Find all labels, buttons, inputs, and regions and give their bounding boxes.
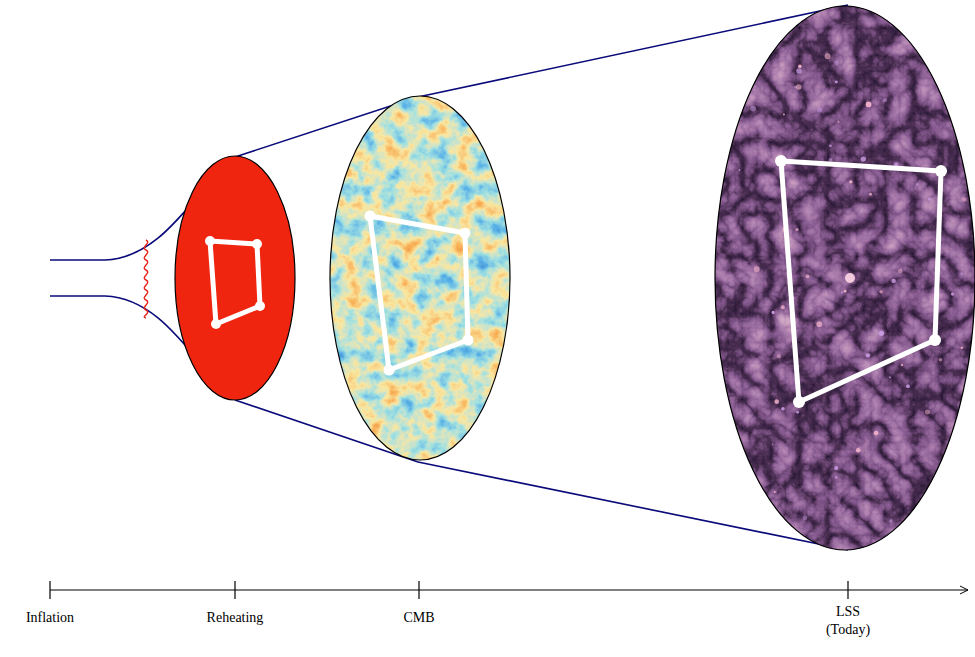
halo-dot	[901, 364, 903, 366]
halo-dot	[889, 519, 892, 522]
halo-dot	[777, 354, 781, 358]
halo-dot	[869, 193, 872, 196]
halo-dot	[866, 353, 870, 357]
halo-dot	[795, 228, 798, 231]
halo-dot	[845, 273, 855, 283]
cmb-disc	[330, 96, 510, 460]
cmb-disc-border	[330, 96, 510, 460]
halo-dot	[962, 197, 966, 201]
halo-dot	[825, 53, 831, 59]
halo-dot	[925, 410, 930, 415]
halo-dot	[837, 121, 839, 123]
halo-dot	[772, 311, 775, 314]
halo-dot	[781, 305, 785, 309]
fluctuation-wave	[144, 240, 147, 318]
halo-dot	[856, 448, 860, 452]
halo-dot	[898, 269, 903, 274]
halo-dot	[829, 144, 832, 147]
halo-dot	[772, 443, 774, 445]
halo-dot	[906, 384, 910, 388]
reheating-disc	[175, 156, 295, 400]
lss-disc	[715, 6, 975, 550]
halo-dot	[866, 102, 872, 108]
halo-dot	[951, 293, 954, 296]
lss-disc-border	[715, 6, 975, 550]
halo-dot	[834, 60, 839, 65]
halo-dot	[796, 84, 802, 90]
quad-vertex	[205, 155, 947, 408]
halo-dot	[960, 273, 963, 276]
halo-dot	[796, 68, 802, 74]
halo-dot	[817, 107, 822, 112]
halo-dot	[916, 183, 919, 186]
halo-dot	[803, 515, 808, 520]
halo-dot	[774, 399, 779, 404]
halo-dot	[783, 113, 785, 115]
axis-label: Inflation	[5, 609, 95, 627]
halo-dot	[835, 80, 838, 83]
halo-dot	[739, 169, 741, 171]
halo-dot	[874, 431, 879, 436]
halo-dot	[816, 321, 822, 327]
halo-dot	[879, 331, 884, 336]
halo-dot	[861, 156, 866, 161]
halo-dot	[892, 279, 896, 283]
halo-dot	[879, 290, 882, 293]
halo-dot	[798, 65, 802, 69]
halo-dot	[774, 491, 776, 493]
halo-dot	[806, 275, 810, 279]
halo-dot	[750, 106, 756, 112]
halo-dot	[754, 266, 760, 272]
halo-dot	[849, 180, 852, 183]
halo-dot	[781, 407, 785, 411]
halo-dot	[841, 291, 843, 293]
halo-dot	[835, 476, 838, 479]
halo-dot	[960, 346, 963, 349]
halo-dot	[928, 198, 931, 201]
halo-dot	[829, 158, 833, 162]
halo-dot	[834, 466, 838, 470]
halo-dot	[939, 358, 943, 362]
halo-dot	[796, 411, 799, 414]
time-axis	[50, 581, 968, 599]
halo-dot	[883, 98, 887, 102]
axis-label: CMB	[374, 609, 464, 627]
comoving-quad	[210, 161, 941, 402]
halo-dot	[889, 376, 891, 378]
axis-label: LSS (Today)	[818, 603, 878, 639]
halo-dot	[844, 290, 847, 293]
axis-label: Reheating	[190, 609, 280, 627]
